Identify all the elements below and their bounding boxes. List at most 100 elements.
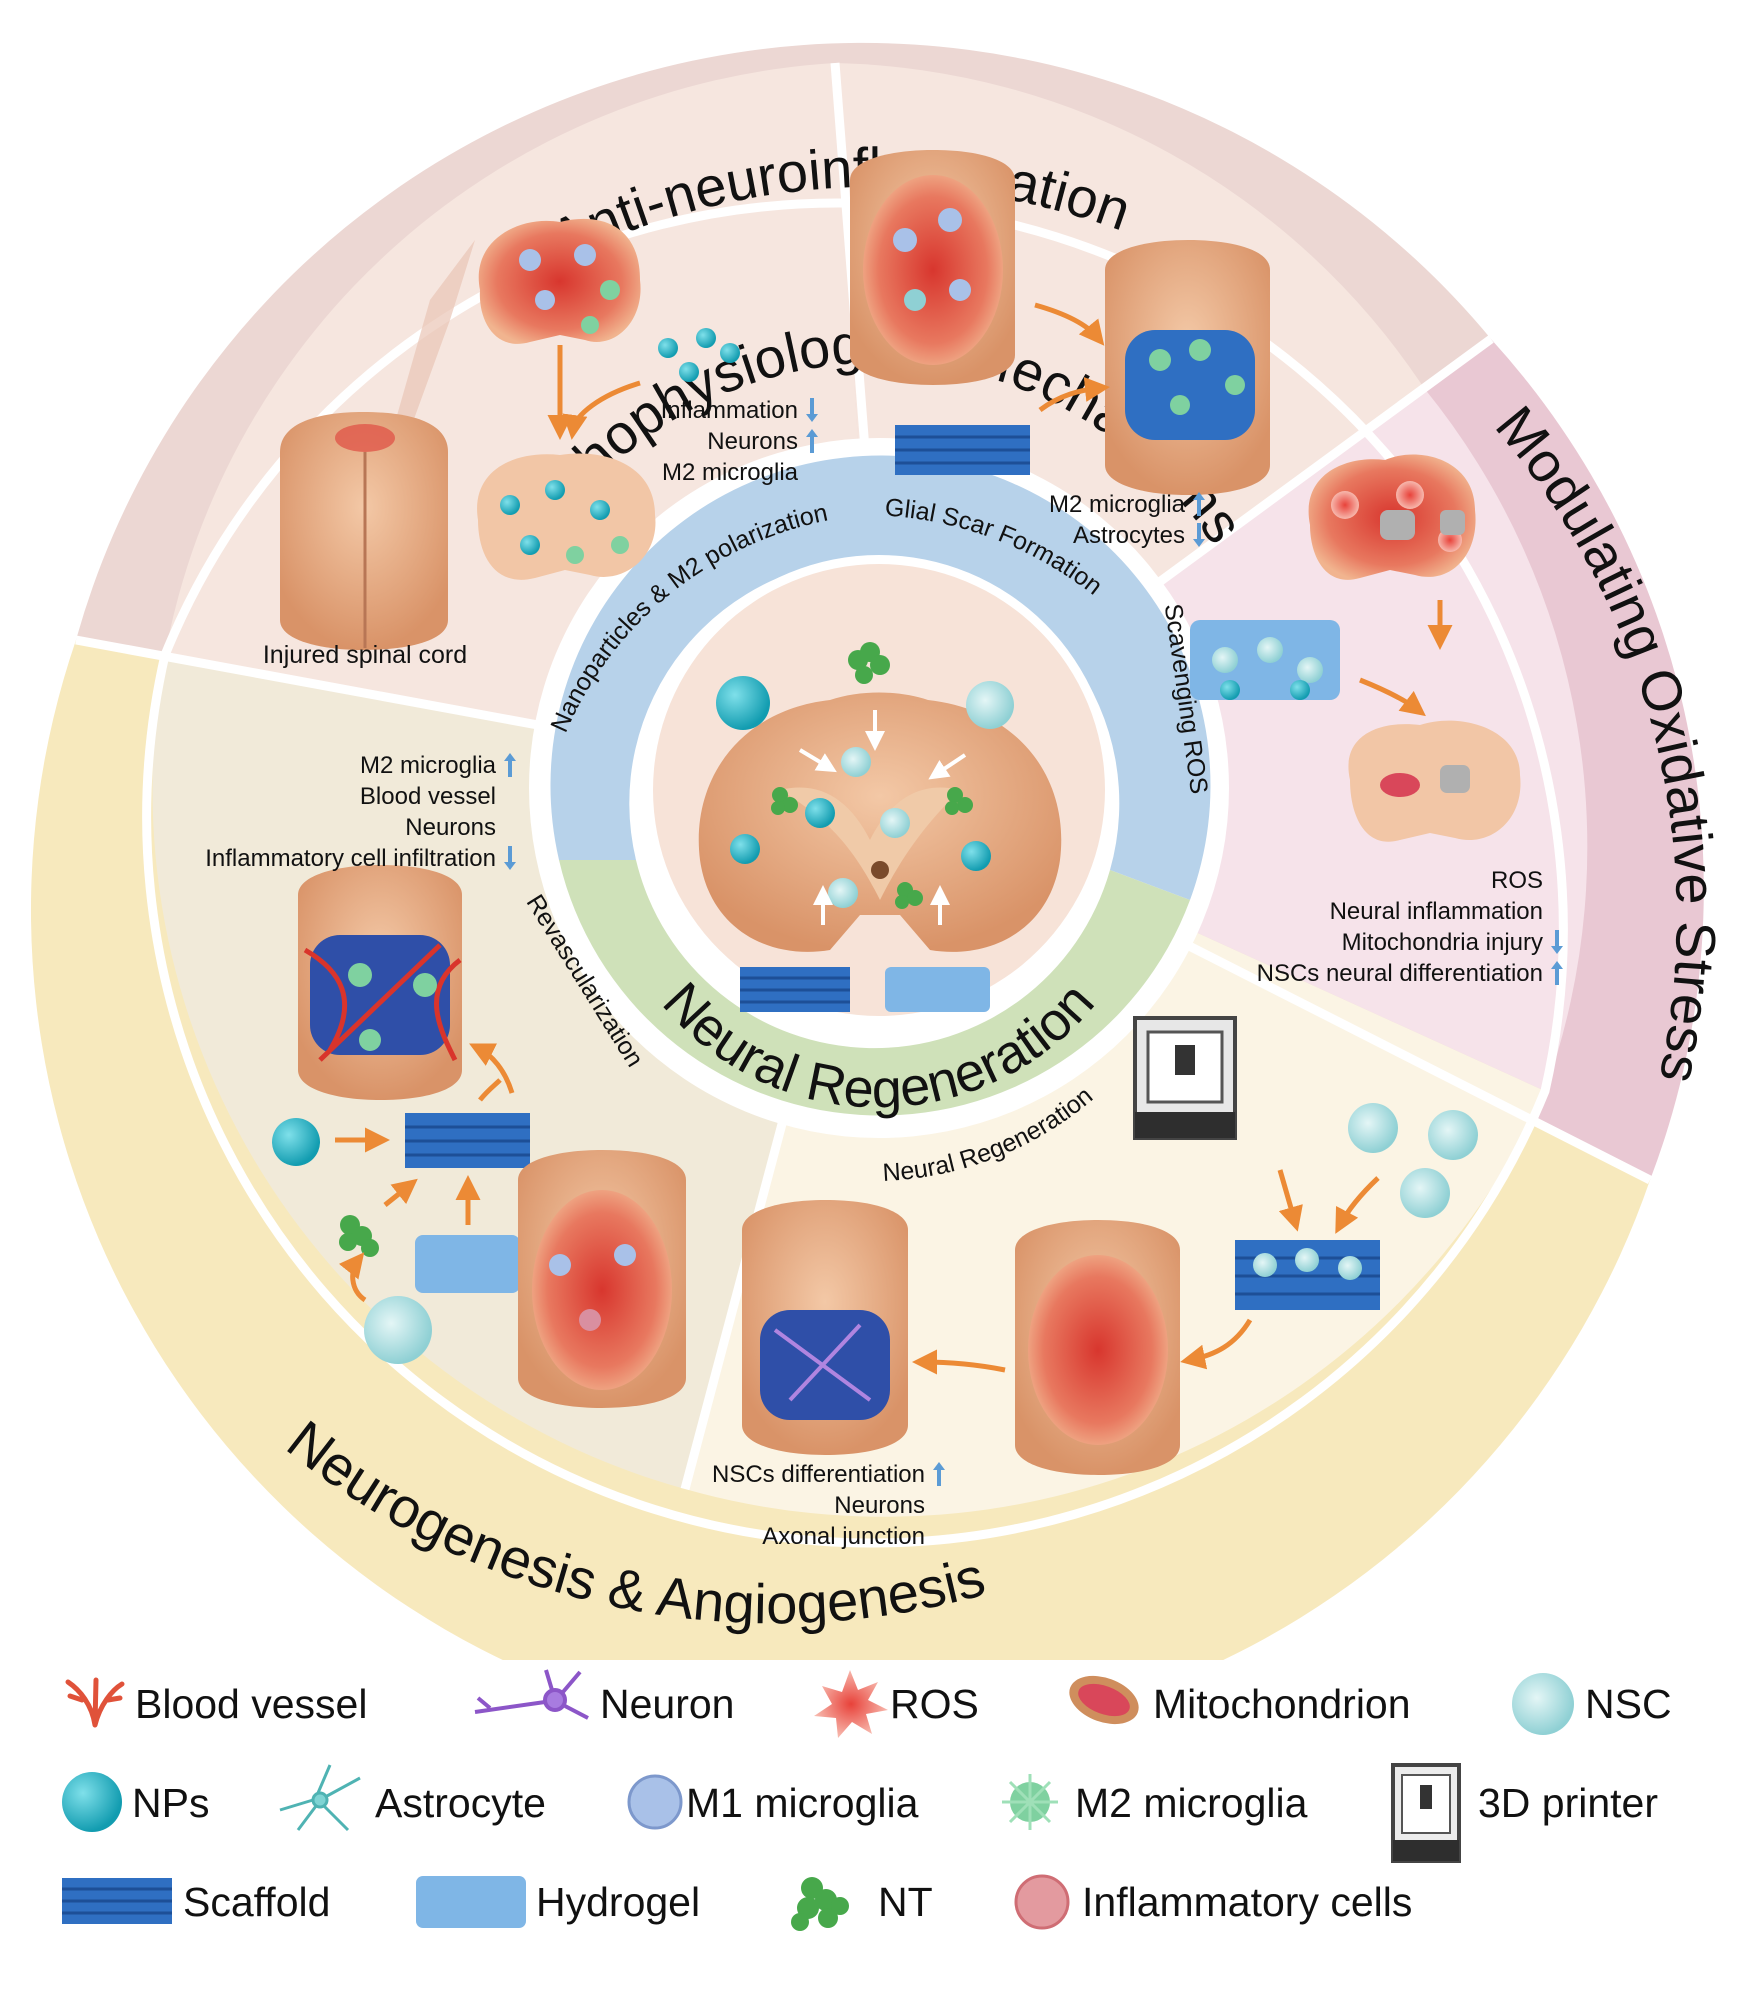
svg-text:ROS: ROS bbox=[890, 1681, 979, 1727]
panel-ros bbox=[1190, 454, 1521, 842]
svg-text:NT: NT bbox=[878, 1879, 933, 1925]
revasc-scaffold bbox=[405, 1113, 530, 1168]
effect-label: Neural inflammation bbox=[1330, 898, 1543, 925]
blood-vessel-icon bbox=[65, 1677, 125, 1728]
caption-injured: Injured spinal cord bbox=[263, 641, 467, 669]
center-hydrogel bbox=[885, 967, 990, 1012]
diagram: Pathophysiological Mechanisms Neural Reg… bbox=[31, 42, 1728, 1660]
legend-item: 3D printer bbox=[1391, 1763, 1658, 1863]
effect-label: Astrocytes bbox=[1073, 522, 1185, 549]
effect-label: Inflammation bbox=[661, 397, 798, 424]
printer-icon bbox=[1391, 1763, 1461, 1863]
injured-cross-section bbox=[478, 218, 641, 344]
center-green-band bbox=[559, 860, 1190, 1116]
m2-microglia-icon bbox=[1002, 1774, 1058, 1830]
panel-glial bbox=[850, 150, 1270, 495]
legend-item: Blood vessel bbox=[65, 1677, 367, 1728]
svg-text:3D printer: 3D printer bbox=[1478, 1780, 1658, 1826]
center-nps bbox=[716, 676, 991, 871]
ros-cross-section bbox=[1308, 454, 1476, 580]
ros-treated-section bbox=[1348, 720, 1521, 842]
legend-item: NSC bbox=[1512, 1673, 1672, 1735]
scaffold-icon bbox=[62, 1878, 172, 1924]
center-arrows bbox=[798, 710, 967, 925]
decrease-arrow-icon bbox=[1551, 930, 1563, 954]
panel-np: Injured spinal cord bbox=[263, 218, 740, 669]
increase-arrow-icon bbox=[933, 1462, 945, 1486]
printer-3d bbox=[1133, 1016, 1237, 1140]
effect-label: Neurons bbox=[405, 814, 496, 841]
revasc-nsc bbox=[364, 1296, 432, 1364]
m1-microglia-icon bbox=[627, 1774, 683, 1830]
hydrogel-icon bbox=[416, 1876, 526, 1928]
legend-item: Neuron bbox=[474, 1669, 734, 1727]
revasc-nt bbox=[339, 1215, 379, 1257]
effect-label: Mitochondria injury bbox=[1342, 929, 1543, 956]
revasc-cord-top bbox=[298, 865, 462, 1100]
astrocyte-icon bbox=[279, 1764, 361, 1832]
svg-text:NSC: NSC bbox=[1585, 1681, 1672, 1727]
scaffold-implanted-cord bbox=[1105, 240, 1270, 495]
center-blue-band bbox=[550, 455, 1211, 900]
central-spinal-cord bbox=[698, 692, 1062, 952]
center-nsc bbox=[828, 681, 1014, 908]
svg-text:Neuron: Neuron bbox=[600, 1681, 734, 1727]
regen-cord-1 bbox=[1015, 1220, 1180, 1475]
nt-icon bbox=[791, 1877, 849, 1931]
revasc-np bbox=[272, 1118, 320, 1166]
increase-arrow-icon bbox=[806, 429, 818, 453]
center-nt bbox=[771, 642, 973, 909]
legend: Blood vessel Neuron ROS Mitochondrion NS… bbox=[62, 1669, 1672, 1931]
effect-label: NSCs neural differentiation bbox=[1257, 960, 1543, 987]
increase-arrow-icon bbox=[1551, 961, 1563, 985]
increase-arrow-icon bbox=[1193, 492, 1205, 516]
legend-item: Scaffold bbox=[62, 1878, 330, 1925]
legend-item: NT bbox=[791, 1877, 933, 1931]
regen-cord-2 bbox=[742, 1200, 908, 1455]
legend-item: ROS bbox=[814, 1670, 979, 1738]
effect-label: M2 microglia bbox=[1049, 491, 1186, 518]
revasc-cord-bottom bbox=[518, 1150, 686, 1408]
panel-revasc bbox=[272, 865, 686, 1408]
legend-item: Astrocyte bbox=[279, 1764, 546, 1832]
center-scaffold bbox=[740, 967, 850, 1012]
injured-spinal-cord bbox=[280, 412, 448, 650]
effect-label: Neurons bbox=[834, 1492, 925, 1519]
effect-label: M2 microglia bbox=[662, 459, 799, 486]
effect-label: Axonal junction bbox=[762, 1523, 925, 1550]
effect-label: ROS bbox=[1491, 867, 1543, 894]
inflammatory-cells-icon bbox=[1014, 1874, 1070, 1930]
svg-text:Blood vessel: Blood vessel bbox=[135, 1681, 367, 1727]
nsc-cluster-regen bbox=[1348, 1103, 1478, 1218]
svg-text:Astrocyte: Astrocyte bbox=[375, 1780, 546, 1826]
svg-text:M1 microglia: M1 microglia bbox=[686, 1780, 919, 1826]
nsc-icon bbox=[1512, 1673, 1574, 1735]
decrease-arrow-icon bbox=[1193, 523, 1205, 547]
nps-icon bbox=[62, 1772, 122, 1832]
svg-text:Mitochondrion: Mitochondrion bbox=[1153, 1681, 1411, 1727]
increase-arrow-icon bbox=[504, 753, 516, 777]
legend-item: Hydrogel bbox=[416, 1876, 700, 1928]
hydrogel-ros bbox=[1190, 620, 1340, 700]
mitochondrion-icon bbox=[1069, 1675, 1139, 1725]
decrease-arrow-icon bbox=[806, 398, 818, 422]
svg-text:Hydrogel: Hydrogel bbox=[536, 1879, 700, 1925]
svg-text:M2 microglia: M2 microglia bbox=[1075, 1780, 1308, 1826]
np-cluster bbox=[658, 328, 740, 382]
effect-label: Inflammatory cell infiltration bbox=[205, 845, 496, 872]
scaffold-glial bbox=[895, 425, 1030, 475]
revasc-hydrogel bbox=[415, 1235, 520, 1293]
effect-label: M2 microglia bbox=[360, 752, 497, 779]
treated-cross-section bbox=[477, 453, 656, 580]
svg-text:NPs: NPs bbox=[132, 1780, 209, 1826]
ros-icon bbox=[814, 1670, 888, 1738]
legend-item: M2 microglia bbox=[1002, 1774, 1308, 1830]
panel-regen bbox=[742, 1016, 1478, 1475]
effect-label: NSCs differentiation bbox=[712, 1461, 925, 1488]
effect-label: Neurons bbox=[707, 428, 798, 455]
